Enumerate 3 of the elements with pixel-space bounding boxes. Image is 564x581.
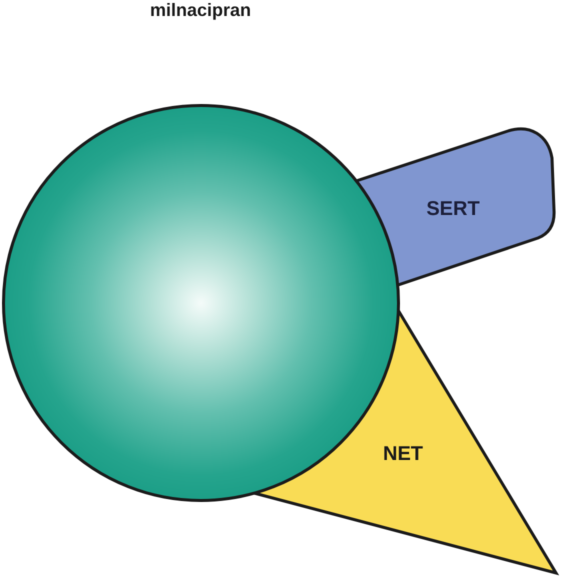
diagram-title: milnacipran	[150, 0, 250, 20]
transporter-label: SERT	[426, 198, 480, 220]
transporter-label: NET	[383, 443, 423, 465]
